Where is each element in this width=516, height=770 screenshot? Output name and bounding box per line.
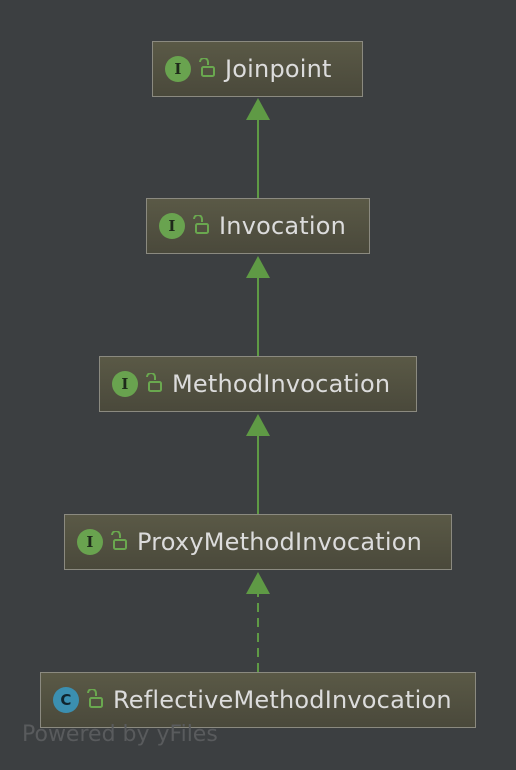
node-label: MethodInvocation [172,370,391,398]
node-label: ReflectiveMethodInvocation [113,686,452,714]
node-invocation[interactable]: I Invocation [146,198,370,254]
arrowhead-methodinvocation [246,414,270,436]
lock-open-icon [199,58,215,77]
node-label: Invocation [219,212,347,240]
node-label: Joinpoint [225,55,332,83]
yfiles-watermark: Powered by yFiles [22,722,218,747]
arrowhead-invocation [246,256,270,278]
node-methodinvocation[interactable]: I MethodInvocation [99,356,417,412]
lock-open-icon [146,373,162,392]
interface-badge-icon: I [112,371,138,397]
arrowhead-proxymethodinvocation [246,572,270,594]
lock-open-icon [111,531,127,550]
lock-open-icon [87,689,103,708]
interface-badge-icon: I [77,529,103,555]
interface-badge-icon: I [159,213,185,239]
arrowhead-joinpoint [246,98,270,120]
lock-open-icon [193,215,209,234]
node-joinpoint[interactable]: I Joinpoint [152,41,363,97]
node-proxymethodinvocation[interactable]: I ProxyMethodInvocation [64,514,452,570]
interface-badge-icon: I [165,56,191,82]
node-reflectivemethodinvocation[interactable]: C ReflectiveMethodInvocation [40,672,476,728]
class-badge-icon: C [53,687,79,713]
node-label: ProxyMethodInvocation [137,528,423,556]
